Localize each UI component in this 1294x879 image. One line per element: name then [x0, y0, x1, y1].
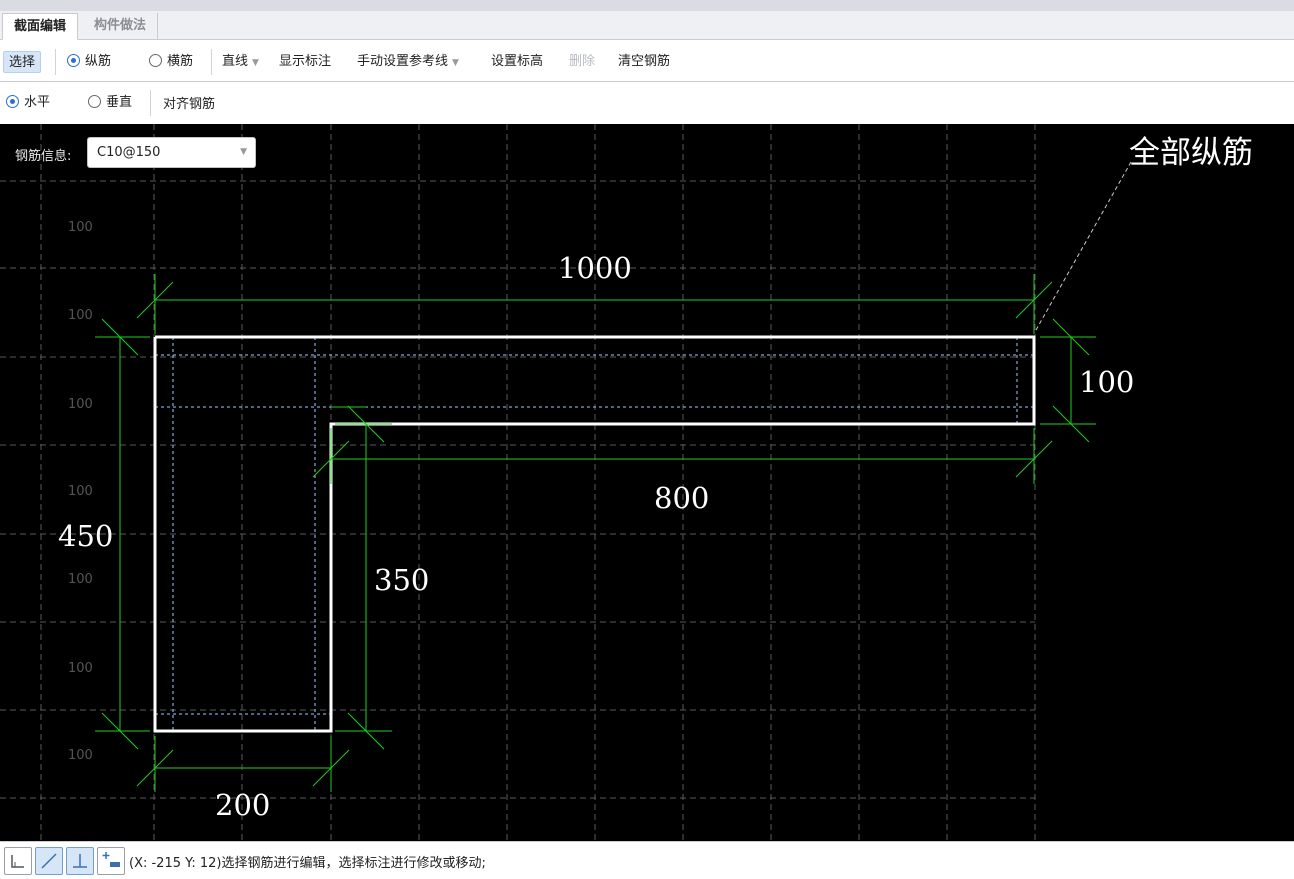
- radio-unchecked-icon: [88, 95, 101, 108]
- snap-point-icon[interactable]: [97, 847, 125, 875]
- status-text: (X: -215 Y: 12)选择钢筋进行编辑，选择标注进行修改或移动;: [129, 856, 486, 871]
- longitudinal-label: 纵筋: [85, 54, 112, 69]
- toolbar-divider: [150, 90, 151, 116]
- grid-label: 100: [68, 661, 93, 676]
- dim-text-leg[interactable]: 350: [374, 563, 429, 597]
- dim-tick: [136, 749, 174, 787]
- radio-unchecked-icon: [149, 54, 162, 67]
- diagonal-line-icon[interactable]: [35, 847, 63, 875]
- rebar-info-select[interactable]: C10@150 ▼: [87, 137, 256, 168]
- dim-tick: [347, 405, 385, 443]
- dimensions: [95, 274, 1096, 792]
- dim-tick: [1015, 281, 1053, 319]
- transverse-label: 横筋: [167, 54, 194, 69]
- select-button[interactable]: 选择: [3, 51, 42, 73]
- grid-label: 100: [68, 748, 93, 763]
- dim-tick: [1015, 440, 1053, 478]
- dim-tick: [312, 440, 350, 478]
- dim-tick: [101, 712, 139, 750]
- dim-text-left[interactable]: 450: [58, 519, 113, 553]
- toolbar-divider: [55, 49, 56, 75]
- ortho-corner-icon[interactable]: [4, 847, 32, 875]
- set-elevation-button[interactable]: 设置标高: [491, 54, 544, 69]
- toolbar-secondary: 水平 垂直 对齐钢筋: [0, 83, 1294, 124]
- tab-bar: 截面编辑 构件做法: [0, 11, 1294, 40]
- delete-button[interactable]: 删除: [569, 54, 596, 69]
- dim-tick: [1052, 405, 1090, 443]
- horizontal-label: 水平: [24, 95, 51, 110]
- rebar-lines: [155, 337, 1034, 731]
- tab-component-method[interactable]: 构件做法: [83, 13, 159, 40]
- tab-section-edit[interactable]: 截面编辑: [2, 13, 79, 40]
- chevron-down-icon: ▼: [452, 58, 459, 68]
- longitudinal-radio[interactable]: 纵筋: [67, 51, 111, 73]
- rebar-info-label: 钢筋信息:: [15, 149, 72, 164]
- radio-checked-icon: [67, 54, 80, 67]
- drawing-canvas[interactable]: 100 100 100 100 100 100 100: [0, 124, 1294, 841]
- align-rebar-button[interactable]: 对齐钢筋: [163, 97, 216, 112]
- show-dims-button[interactable]: 显示标注: [279, 54, 332, 69]
- line-type-dropdown[interactable]: 直线▼: [222, 51, 259, 73]
- dim-tick: [347, 712, 385, 750]
- dim-text-inner[interactable]: 800: [654, 481, 709, 515]
- vertical-radio[interactable]: 垂直: [88, 92, 132, 114]
- chevron-down-icon: ▼: [252, 58, 259, 68]
- toolbar-main: 选择 纵筋 横筋 直线▼ 显示标注 手动设置参考线▼ 设置标高 删除 清空钢筋: [0, 40, 1294, 82]
- toolbar-divider: [211, 49, 212, 75]
- leader-line: [1035, 161, 1132, 331]
- perpendicular-icon[interactable]: [66, 847, 94, 875]
- grid-label: 100: [68, 308, 93, 323]
- section-drawing: 100 100 100 100 100 100 100: [0, 124, 1253, 841]
- radio-checked-icon: [6, 95, 19, 108]
- window-top-strip: [0, 0, 1294, 11]
- grid-label: 100: [68, 484, 93, 499]
- dim-tick: [101, 318, 139, 356]
- clear-rebar-button[interactable]: 清空钢筋: [618, 54, 671, 69]
- grid-label: 100: [68, 220, 93, 235]
- ref-line-label: 手动设置参考线: [357, 54, 449, 69]
- dimension-texts: 1000 100 800 450 350 200: [58, 251, 1134, 822]
- ref-line-dropdown[interactable]: 手动设置参考线▼: [357, 51, 459, 73]
- chevron-down-icon: ▼: [240, 147, 247, 157]
- status-bar: (X: -215 Y: 12)选择钢筋进行编辑，选择标注进行修改或移动;: [0, 841, 1294, 879]
- horizontal-radio[interactable]: 水平: [6, 92, 50, 114]
- line-type-label: 直线: [222, 54, 249, 69]
- dim-tick: [1052, 318, 1090, 356]
- dim-tick: [136, 281, 174, 319]
- dim-text-bottom[interactable]: 200: [215, 788, 270, 822]
- grid-label: 100: [68, 572, 93, 587]
- grid-label: 100: [68, 397, 93, 412]
- vertical-label: 垂直: [106, 95, 133, 110]
- dim-tick: [312, 749, 350, 787]
- section-outline[interactable]: [153, 335, 1036, 733]
- grid-labels: 100 100 100 100 100 100 100: [68, 220, 93, 763]
- rebar-info-value: C10@150: [97, 145, 161, 160]
- dim-text-right[interactable]: 100: [1079, 365, 1134, 399]
- dim-text-top[interactable]: 1000: [558, 251, 632, 285]
- transverse-radio[interactable]: 横筋: [149, 51, 193, 73]
- all-rebar-label[interactable]: 全部纵筋: [1129, 135, 1253, 171]
